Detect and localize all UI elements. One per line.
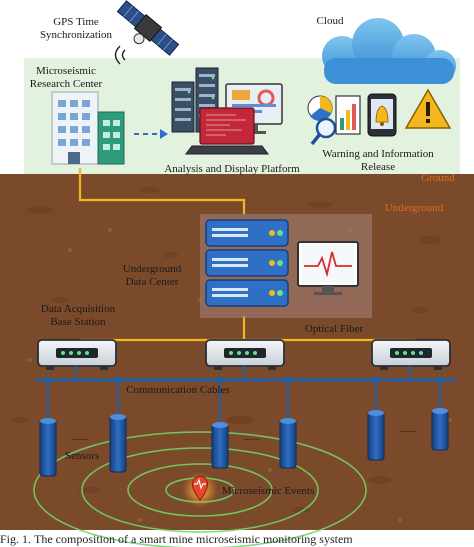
dots-right: ...... <box>400 423 417 435</box>
cloud-label: Cloud <box>317 15 344 27</box>
wave-rings <box>33 431 367 547</box>
magnifier-icon <box>310 117 337 146</box>
ground-label: Ground <box>421 172 455 184</box>
communication-cables <box>36 366 456 382</box>
optical-fiber-label: Optical Fiber <box>305 323 364 335</box>
laptop-icon <box>185 107 269 155</box>
figure-caption: Fig. 1. The composition of a smart mine … <box>0 531 474 547</box>
bell-icon <box>367 93 397 137</box>
research-center-label-line1: Microseismic <box>36 65 96 77</box>
link-arrow <box>134 129 168 139</box>
analysis-platform-label: Analysis and Display Platform <box>164 163 300 175</box>
data-center-label-line2: Data Center <box>126 276 179 288</box>
gps-label-line2: Synchronization <box>40 29 113 41</box>
data-center-label-line1: Underground <box>123 263 182 275</box>
cloud-icon <box>322 18 456 84</box>
communication-cables-label: Communication Cables <box>126 384 230 396</box>
caption-text: The composition of a smart mine microsei… <box>34 532 353 546</box>
bar-chart-icon <box>335 95 361 135</box>
warning-label-line2: Release <box>361 161 395 173</box>
base-station-label-line1: Data Acquisition <box>41 303 116 315</box>
sensor-icon <box>431 408 449 451</box>
dots-left: ...... <box>72 431 89 443</box>
sensor-icon <box>367 410 385 461</box>
ecg-monitor-icon <box>297 241 359 295</box>
base-station-icon <box>37 339 117 370</box>
satellite-icon <box>116 0 180 56</box>
underground-label: Underground <box>385 202 444 214</box>
sensors-label: Sensors <box>65 450 99 462</box>
signal-waves <box>114 45 126 65</box>
event-marker-icon <box>182 472 218 508</box>
chart-icon <box>307 95 333 121</box>
caption-prefix: Fig. 1. <box>0 532 32 546</box>
base-station-icon <box>371 339 451 370</box>
research-center-label-line2: Research Center <box>30 78 103 90</box>
sensor-icon <box>109 414 127 473</box>
gps-label-line1: GPS Time <box>53 16 99 28</box>
base-station-icon <box>205 339 285 370</box>
base-station-label-line2: Base Station <box>50 316 106 328</box>
warning-label-line1: Warning and Information <box>322 148 434 160</box>
cable-nodes <box>44 376 444 384</box>
soil-texture <box>12 187 442 513</box>
cable-drops <box>47 380 441 424</box>
dots-mid: ...... <box>244 431 261 443</box>
events-label: Microseismic Events <box>222 485 315 497</box>
sensor-icon <box>39 418 57 477</box>
sensor-icon <box>279 418 297 469</box>
building-icon <box>51 91 125 165</box>
warning-icon <box>404 88 452 129</box>
server-stack-icon <box>205 219 289 307</box>
sensor-icon <box>211 422 229 469</box>
